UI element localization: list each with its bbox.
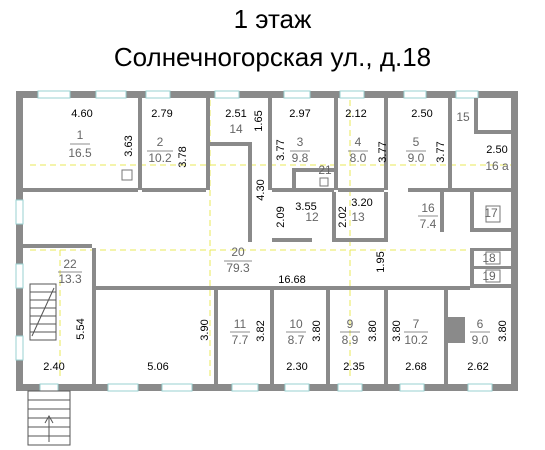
fixtures [121, 169, 501, 283]
room-16-area: 7.4 [420, 217, 437, 231]
dim-3-82: 3.82 [255, 320, 267, 341]
room-10-area: 8.7 [288, 333, 305, 347]
dim-4-30: 4.30 [255, 179, 267, 200]
dim-3-63: 3.63 [123, 135, 135, 156]
room-10-num: 10 [289, 317, 303, 331]
room-17-num: 17 [484, 206, 498, 220]
windows-bottom [39, 383, 493, 392]
dim-2-40: 2.40 [43, 361, 64, 373]
dim-2-12: 2.12 [345, 108, 366, 120]
room-labels: 1 16.5 2 10.2 14 3 9.8 4 8.0 5 9.0 15 16… [58, 110, 509, 347]
dim-4-60: 4.60 [71, 108, 92, 120]
dim-2-51: 2.51 [225, 108, 246, 120]
stairs [29, 283, 57, 341]
room-1-num: 1 [77, 128, 84, 142]
room-4-area: 8.0 [350, 151, 367, 165]
interior-walls [23, 98, 512, 384]
dim-2-68: 2.68 [405, 361, 426, 373]
dim-2-79: 2.79 [151, 108, 172, 120]
room-22-num: 22 [63, 257, 77, 271]
dim-3-80c: 3.80 [391, 320, 403, 341]
room-5-num: 5 [413, 135, 420, 149]
room-4-num: 4 [355, 135, 362, 149]
dim-3-78: 3.78 [177, 146, 189, 167]
dim-3-80a: 3.80 [311, 320, 323, 341]
room-13-num: 13 [351, 210, 365, 224]
room-6-area: 9.0 [472, 333, 489, 347]
dim-3-20: 3.20 [351, 197, 372, 209]
dim-1-65: 1.65 [253, 110, 265, 131]
room-14-num: 14 [229, 122, 243, 136]
dim-2-97: 2.97 [289, 108, 310, 120]
room-20-num: 20 [231, 245, 245, 259]
dim-16-68: 16.68 [278, 274, 306, 286]
room-15-num: 15 [456, 110, 470, 124]
dim-2-30: 2.30 [286, 361, 307, 373]
room-21-num: 21 [318, 163, 332, 177]
room-11-area: 7.7 [232, 333, 249, 347]
room-20-area: 79.3 [226, 261, 250, 275]
dim-2-09: 2.09 [275, 206, 287, 227]
room-2-area: 10.2 [148, 151, 172, 165]
room-9-area: 8.9 [342, 333, 359, 347]
dim-3-77c: 3.77 [435, 141, 447, 162]
outer-walls [16, 91, 518, 391]
dim-5-06: 5.06 [147, 361, 168, 373]
room-9-num: 9 [347, 317, 354, 331]
room-12-num: 12 [305, 210, 319, 224]
dim-3-80b: 3.80 [367, 320, 379, 341]
dim-2-62: 2.62 [467, 361, 488, 373]
dimension-labels: 4.60 2.79 2.51 2.97 2.12 2.50 2.50 3.55 … [43, 108, 509, 373]
room-3-area: 9.8 [292, 151, 309, 165]
room-19-num: 19 [482, 269, 496, 283]
room-2-num: 2 [157, 135, 164, 149]
room-16a-num: 16 а [485, 159, 509, 173]
dim-3-55: 3.55 [295, 201, 316, 213]
dim-2-35: 2.35 [343, 361, 364, 373]
room-1-area: 16.5 [68, 146, 92, 160]
dim-2-50a: 2.50 [411, 108, 432, 120]
room-18-num: 18 [482, 251, 496, 265]
floor-title: 1 этаж [233, 4, 312, 34]
dim-5-54: 5.54 [75, 318, 87, 339]
windows-side [15, 199, 24, 361]
address-title: Солнечногорская ул., д.18 [113, 42, 432, 72]
dim-2-02: 2.02 [337, 206, 349, 227]
room-3-num: 3 [297, 135, 304, 149]
room-16-num: 16 [421, 201, 435, 215]
dim-2-50b: 2.50 [486, 144, 507, 156]
dim-3-80d: 3.80 [497, 320, 509, 341]
dim-3-77b: 3.77 [377, 141, 389, 162]
dim-1-95: 1.95 [375, 251, 387, 272]
windows-top [37, 90, 479, 99]
room-11-num: 11 [234, 317, 247, 331]
room-7-num: 7 [413, 317, 420, 331]
room-6-num: 6 [477, 317, 484, 331]
room-7-area: 10.2 [404, 333, 428, 347]
entrance-steps [27, 390, 71, 446]
room-22-area: 13.3 [58, 272, 82, 286]
dim-3-77a: 3.77 [275, 139, 287, 160]
room-5-area: 9.0 [408, 151, 425, 165]
dim-3-90: 3.90 [199, 319, 211, 340]
